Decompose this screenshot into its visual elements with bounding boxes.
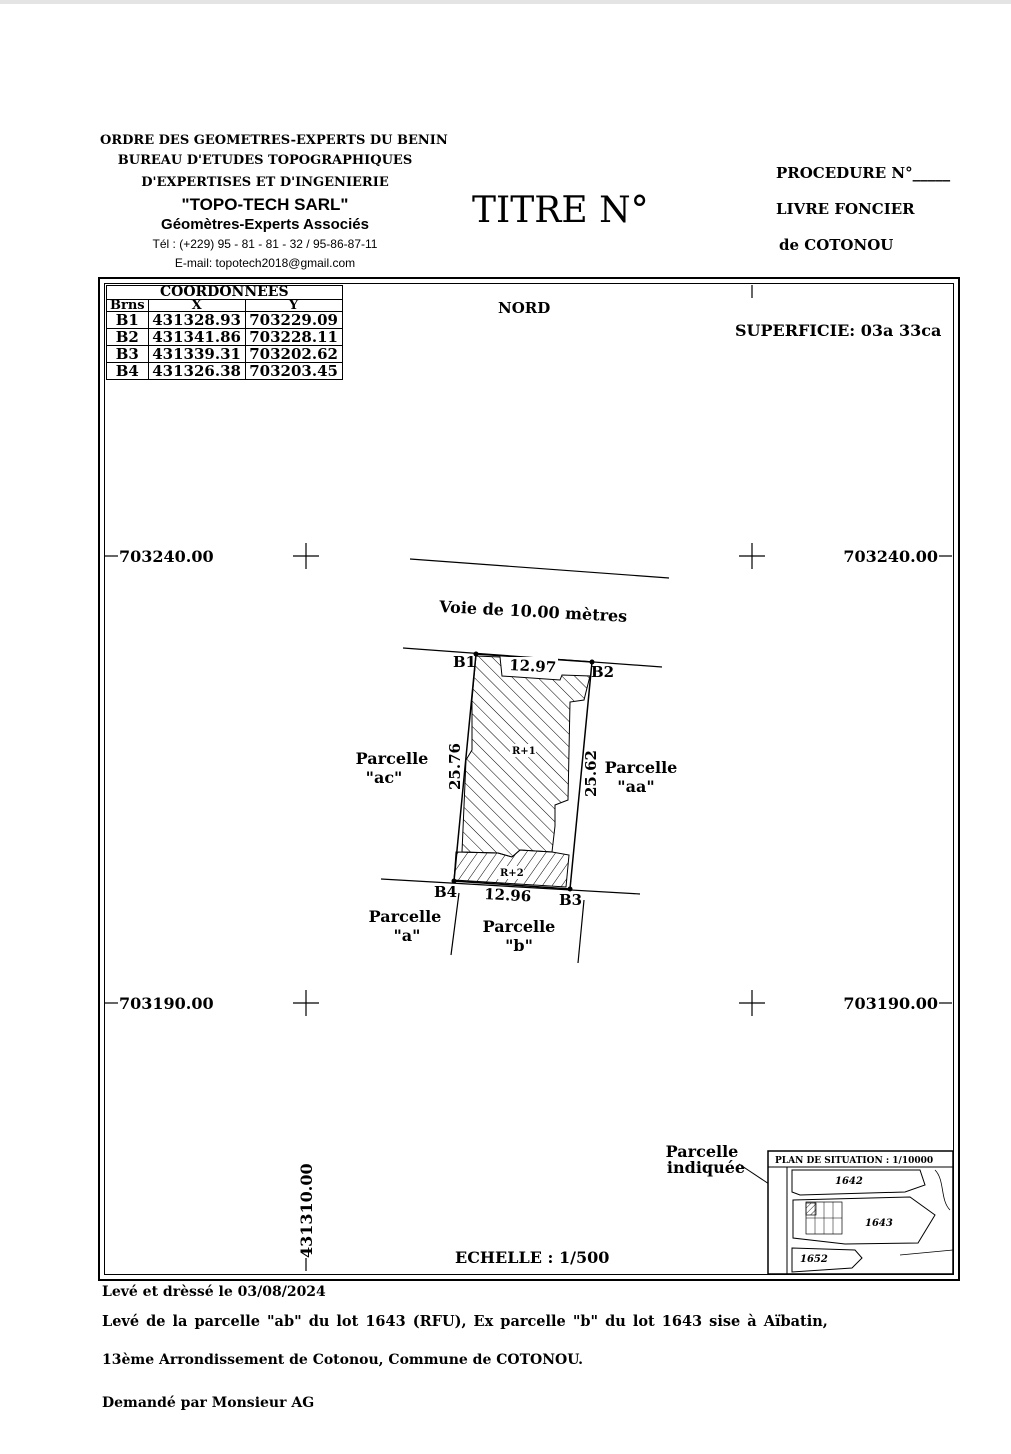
parcel-aa-id: "aa" <box>617 777 654 796</box>
col-header-brns: Brns <box>106 299 149 312</box>
bldg2-label-bg <box>498 866 524 879</box>
page-top-bar <box>0 0 1011 4</box>
table-row: B3 431339.31 703202.62 <box>106 345 343 363</box>
building-r2-label: R+2 <box>500 868 524 879</box>
dimension-bottom: 12.96 <box>484 885 532 905</box>
cell-x: 431339.31 <box>147 345 246 363</box>
building-r1-label: R+1 <box>512 746 536 757</box>
parcel-aa-label: Parcelle <box>605 758 678 777</box>
dimension-top: 12.97 <box>509 656 557 676</box>
cell-y: 703228.11 <box>244 328 343 346</box>
cell-brn: B2 <box>106 328 149 346</box>
company-name: "TOPO-TECH SARL" <box>181 195 349 214</box>
marker-b4: B4 <box>434 883 457 901</box>
grid-y-top-right: 703240.00 <box>843 547 938 566</box>
cell-y: 703202.62 <box>244 345 343 363</box>
dim-top-bg <box>508 657 558 674</box>
plan-inner-frame <box>104 283 954 1275</box>
bureau-name: BUREAU D'ETUDES TOPOGRAPHIQUES <box>117 153 413 168</box>
lot-1652: 1652 <box>800 1254 828 1265</box>
cell-y: 703203.45 <box>244 362 343 380</box>
livre-foncier: LIVRE FONCIER <box>776 200 915 218</box>
parcel-ac-id: "ac" <box>366 768 403 787</box>
neighbour-boundary <box>577 899 585 964</box>
cell-x: 431328.93 <box>147 311 246 329</box>
indicated-parcel-label: Parcelle <box>666 1142 739 1161</box>
document-title: TITRE N° <box>472 190 649 231</box>
procedure-number: PROCEDURE N°_____ <box>776 164 951 182</box>
order-name: ORDRE DES GEOMETRES-EXPERTS DU BENIN <box>100 133 448 148</box>
requester: Demandé par Monsieur AG <box>102 1395 315 1411</box>
table-row: B2 431341.86 703228.11 <box>106 328 343 346</box>
city-label: de COTONOU <box>779 236 894 254</box>
survey-date: Levé et drèssé le 03/08/2024 <box>102 1284 326 1300</box>
cell-x: 431326.38 <box>147 362 246 380</box>
indicated-parcel-label-2: indiquée <box>667 1158 745 1177</box>
situation-plan: PLAN DE SITUATION : 1/10000 1642 1643 16… <box>767 1150 954 1275</box>
neighbour-boundary <box>450 892 460 956</box>
rear-boundary-line <box>380 878 641 895</box>
grid-crosses <box>293 543 765 1016</box>
superficie-label: SUPERFICIE: 03a 33ca <box>735 321 941 340</box>
north-label: NORD <box>498 299 550 317</box>
marker-b3: B3 <box>559 891 582 909</box>
coordinates-table: COORDONNEES Brns X Y B1 431328.93 703229… <box>106 285 343 380</box>
parcel-a-label: Parcelle <box>369 907 442 926</box>
parcel-b-id: "b" <box>505 936 533 955</box>
survey-description: Levé de la parcelle "ab" du lot 1643 (RF… <box>102 1313 828 1330</box>
grid-y-bottom-left: 703190.00 <box>119 994 214 1013</box>
scale-label: ECHELLE : 1/500 <box>455 1248 609 1267</box>
road-label: Voie de 10.00 mètres <box>438 597 628 626</box>
coordinates-title-row: COORDONNEES <box>106 285 343 300</box>
dimension-left: 25.76 <box>446 743 464 790</box>
grid-y-bottom-right: 703190.00 <box>843 994 938 1013</box>
coordinates-title: COORDONNEES <box>106 285 343 300</box>
parcel-b-label: Parcelle <box>483 917 556 936</box>
dimension-right: 25.62 <box>582 750 600 797</box>
bldg1-label-bg <box>510 744 536 757</box>
cell-y: 703229.09 <box>244 311 343 329</box>
cell-brn: B3 <box>106 345 149 363</box>
grid-y-top-left: 703240.00 <box>119 547 214 566</box>
cell-brn: B4 <box>106 362 149 380</box>
company-email: E-mail: topotech2018@gmail.com <box>174 256 356 270</box>
company-phone: Tél : (+229) 95 - 81 - 81 - 32 / 95-86-8… <box>152 237 378 251</box>
lot-1642: 1642 <box>835 1176 863 1187</box>
situation-title: PLAN DE SITUATION : 1/10000 <box>775 1156 933 1166</box>
boundary-markers <box>451 651 595 892</box>
coordinates-header-row: Brns X Y <box>106 299 343 312</box>
lot-1643: 1643 <box>865 1218 893 1229</box>
parcel-a-id: "a" <box>393 926 420 945</box>
marker-b2: B2 <box>591 663 614 681</box>
table-row: B4 431326.38 703203.45 <box>106 362 343 380</box>
table-row: B1 431328.93 703229.09 <box>106 311 343 329</box>
cell-x: 431341.86 <box>147 328 246 346</box>
plan-outer-frame <box>98 277 960 1281</box>
road-edge <box>409 558 670 579</box>
survey-location: 13ème Arrondissement de Cotonou, Commune… <box>102 1352 583 1368</box>
grid-x-label: 431310.00 <box>297 1163 316 1258</box>
marker-b1: B1 <box>453 653 476 671</box>
parcel-ac-label: Parcelle <box>356 749 429 768</box>
company-subtitle: Géomètres-Experts Associés <box>161 216 369 233</box>
bureau-subtitle: D'EXPERTISES ET D'INGENIERIE <box>141 175 389 190</box>
